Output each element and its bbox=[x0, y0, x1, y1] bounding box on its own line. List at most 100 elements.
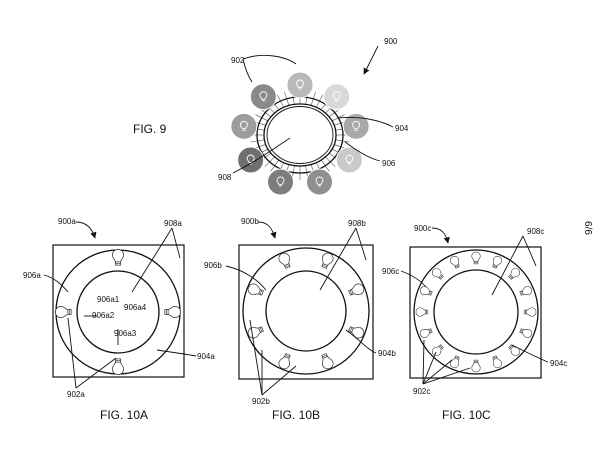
fig10b-ref-902b: 902b bbox=[252, 397, 270, 406]
fig10c-drawing: 900c 908c 906c 904c 902c FIG. 10C bbox=[382, 224, 567, 422]
fig10c-housing bbox=[409, 246, 542, 379]
fig9-arrow-900 bbox=[363, 45, 379, 75]
fig10b-ref-900b: 900b bbox=[241, 217, 259, 226]
fig10b-housing bbox=[238, 244, 374, 380]
fig9-light-disc bbox=[230, 112, 258, 140]
fig10b-light-bulbs bbox=[246, 251, 366, 371]
fig10c-ref-906c: 906c bbox=[382, 267, 399, 276]
fig9-light-disc bbox=[249, 83, 277, 111]
fig10c-leader-902c-1 bbox=[422, 339, 425, 385]
fig10c-lightbulb-icon bbox=[506, 266, 522, 282]
fig9-light-disc bbox=[267, 168, 295, 196]
fig10b-leader-902b-2 bbox=[261, 365, 297, 396]
fig10c-lightbulb-icon bbox=[518, 284, 534, 298]
fig10b-ref-908b: 908b bbox=[348, 219, 366, 228]
fig10c-lightbulb-icon bbox=[471, 359, 481, 373]
fig9-light-disc bbox=[342, 112, 370, 140]
fig9-ref-906: 906 bbox=[382, 159, 396, 168]
fig10a-ref-900a: 900a bbox=[58, 217, 76, 226]
fig10c-caption: FIG. 10C bbox=[442, 408, 491, 422]
fig9-light-bulbs bbox=[230, 71, 370, 196]
fig9-light-disc bbox=[237, 146, 265, 174]
fig10c-leader-908c-1 bbox=[491, 235, 524, 296]
fig10c-lightbulb-icon bbox=[430, 342, 446, 358]
fig10c-ref-904c: 904c bbox=[550, 359, 567, 368]
fig10a-leader-902a-2 bbox=[75, 357, 117, 389]
fig10a-ref-906a2: 906a2 bbox=[92, 311, 115, 320]
lightbulb-icon bbox=[239, 120, 248, 131]
fig9-light-disc bbox=[286, 71, 314, 99]
fig10a-lightbulb-icon bbox=[112, 249, 124, 266]
fig10a-leader-908a-1 bbox=[131, 227, 173, 293]
fig10b-ref-906b: 906b bbox=[204, 261, 222, 270]
fig10b-leader-904b bbox=[345, 329, 377, 354]
fig10a-ref-906a: 906a bbox=[23, 271, 41, 280]
fig10c-outer-ring bbox=[413, 249, 539, 375]
fig9-light-disc bbox=[305, 168, 333, 196]
fig10b-arrow-900b bbox=[257, 221, 277, 239]
fig9-leader-902-a bbox=[242, 54, 297, 65]
fig9-leader-904 bbox=[337, 117, 394, 128]
fig10a-inner-ring bbox=[76, 270, 160, 354]
fig9-ref-900: 900 bbox=[384, 37, 398, 46]
fig10c-lightbulb-icon bbox=[490, 254, 504, 270]
fig10a-housing bbox=[52, 244, 185, 378]
fig10c-leader-902c-4 bbox=[422, 367, 471, 385]
fig10a-ref-904a: 904a bbox=[197, 352, 215, 361]
fig10b-leader-902b-3 bbox=[249, 319, 263, 396]
fig10c-inner-ring bbox=[433, 269, 519, 355]
fig10a-leader-902a-1 bbox=[67, 317, 77, 389]
fig9-inner-edge bbox=[266, 106, 334, 164]
fig10a-lightbulb-icon bbox=[112, 358, 124, 375]
fig10c-lightbulb-icon bbox=[506, 342, 522, 358]
fig9-inner-ring bbox=[263, 103, 337, 167]
fig9-light-disc bbox=[323, 83, 351, 111]
sheet-number: 6/6 bbox=[582, 221, 593, 235]
fig10a-ref-906a3: 906a3 bbox=[114, 329, 137, 338]
lightbulb-icon bbox=[352, 120, 361, 131]
lightbulb-icon bbox=[315, 176, 324, 187]
lightbulb-icon bbox=[276, 176, 285, 187]
fig10c-lightbulb-icon bbox=[490, 354, 504, 370]
fig10c-leader-906c bbox=[400, 270, 427, 288]
fig10a-leader-906a bbox=[43, 274, 69, 293]
lightbulb-icon bbox=[332, 91, 341, 102]
fig10a-leader-904a bbox=[156, 349, 197, 357]
fig10a-outer-ring bbox=[55, 249, 181, 375]
fig10b-inner-ring bbox=[265, 270, 347, 352]
fig10c-lightbulb-icon bbox=[471, 251, 481, 265]
fig10b-drawing: 900b 908b 906b 904b 902b FIG. 10B bbox=[204, 217, 396, 422]
fig10c-lightbulb-icon bbox=[523, 307, 537, 317]
fig10b-leader-908b-1 bbox=[319, 227, 357, 291]
fig10a-arrow-900a bbox=[75, 221, 97, 239]
fig10c-lightbulb-icon bbox=[448, 354, 462, 370]
fig10b-ref-904b: 904b bbox=[378, 349, 396, 358]
fig10a-leader-908a-2 bbox=[171, 227, 181, 259]
fig9-caption: FIG. 9 bbox=[133, 122, 167, 136]
fig10c-arrow-900c bbox=[431, 227, 450, 244]
fig10c-leader-902c-3 bbox=[422, 359, 453, 385]
lightbulb-icon bbox=[345, 154, 354, 165]
fig9-drawing: 902 900 904 906 908 FIG. 9 bbox=[133, 37, 409, 196]
fig10b-outer-ring bbox=[242, 247, 370, 375]
fig9-ref-904: 904 bbox=[395, 124, 409, 133]
fig10a-ref-902a: 902a bbox=[67, 390, 85, 399]
fig9-leader-902-b bbox=[242, 58, 253, 83]
fig10c-leader-904c bbox=[511, 344, 549, 363]
fig9-leader-906 bbox=[344, 141, 381, 162]
fig10a-ref-906a4: 906a4 bbox=[124, 303, 147, 312]
fig10c-lightbulb-icon bbox=[430, 266, 446, 282]
fig10b-leader-908b-2 bbox=[355, 227, 367, 261]
fig10a-lightbulb-icon bbox=[55, 306, 72, 318]
fig10c-ref-902c: 902c bbox=[413, 387, 430, 396]
fig10c-lightbulb-icon bbox=[518, 326, 534, 340]
fig9-ref-908: 908 bbox=[218, 173, 232, 182]
fig10c-leader-902c-2 bbox=[422, 351, 437, 385]
fig10a-drawing: 900a 908a 906a 906a1 906a4 906a2 906a3 9… bbox=[23, 217, 215, 422]
fig10c-leader-908c-2 bbox=[522, 235, 537, 267]
fig10c-ref-908c: 908c bbox=[527, 227, 544, 236]
fig9-light-disc bbox=[335, 146, 363, 174]
fig10a-lightbulb-icon bbox=[164, 306, 181, 318]
fig9-leader-908 bbox=[232, 137, 291, 174]
